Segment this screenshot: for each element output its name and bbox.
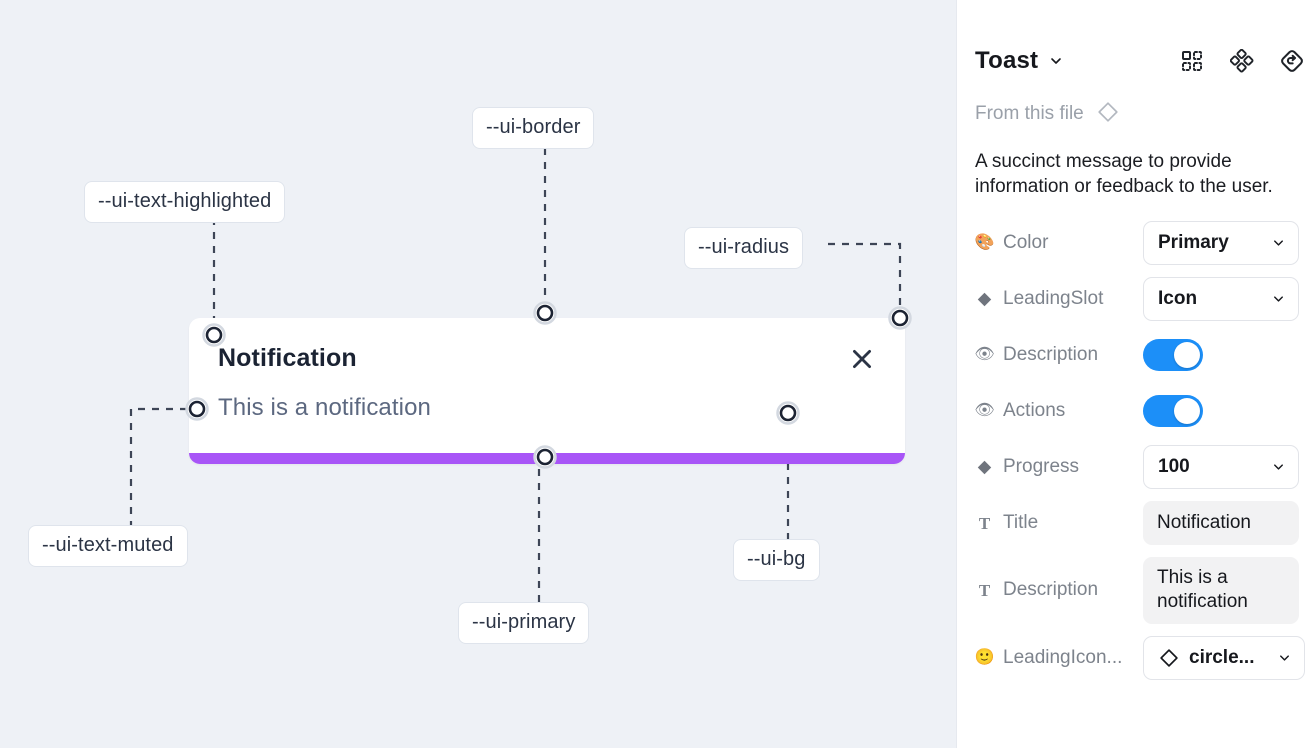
palette-icon: 🎨 [975, 234, 995, 252]
property-label-color: 🎨 Color [975, 232, 1143, 254]
property-row-description-text: T Description This is a notification [975, 557, 1305, 624]
annotation-ui-border[interactable]: --ui-border [472, 107, 595, 149]
properties-panel: Toast [956, 0, 1312, 748]
property-name: Progress [1003, 456, 1080, 478]
toast-description: This is a notification [218, 394, 431, 421]
description-toggle[interactable] [1143, 339, 1203, 372]
diamond-icon [1096, 100, 1120, 129]
close-icon[interactable] [847, 344, 877, 374]
annotation-ui-text-muted[interactable]: --ui-text-muted [28, 525, 188, 567]
diamond-icon [1158, 647, 1180, 669]
progress-value: 100 [1158, 456, 1190, 478]
property-name: Color [1003, 232, 1049, 254]
property-name: Actions [1003, 400, 1066, 422]
leading-slot-select[interactable]: Icon [1143, 277, 1299, 322]
panel-title: Toast [975, 47, 1039, 74]
panel-header: Toast [975, 33, 1305, 89]
property-row-leading-slot: LeadingSlot Icon [975, 277, 1305, 322]
annotation-ui-bg[interactable]: --ui-bg [733, 539, 820, 581]
eye-icon: 👁 [975, 346, 995, 364]
property-label-actions-toggle: 👁 Actions [975, 400, 1143, 422]
property-name: Description [1003, 344, 1099, 366]
progress-select[interactable]: 100 [1143, 445, 1299, 490]
property-label-progress: Progress [975, 456, 1143, 478]
property-row-title: T Title Notification [975, 501, 1305, 546]
title-input[interactable]: Notification [1143, 501, 1299, 546]
chevron-down-icon [1271, 292, 1286, 307]
chevron-down-icon[interactable] [1048, 53, 1064, 69]
smiley-icon: 🙂 [975, 648, 995, 666]
property-row-description-toggle: 👁 Description [975, 333, 1305, 377]
property-label-title: T Title [975, 512, 1143, 534]
eye-icon: 👁 [975, 402, 995, 420]
panel-header-actions [1179, 48, 1305, 74]
annotation-ui-radius[interactable]: --ui-radius [684, 227, 804, 269]
property-label-leading-icon: 🙂 LeadingIcon... [975, 647, 1143, 669]
annotation-ui-text-highlighted[interactable]: --ui-text-highlighted [84, 181, 286, 223]
leading-icon-select[interactable]: circle... [1143, 635, 1305, 680]
from-this-file-row[interactable]: From this file [975, 101, 1305, 127]
property-row-progress: Progress 100 [975, 445, 1305, 490]
diamond-filled-icon [975, 290, 994, 309]
property-row-leading-icon: 🙂 LeadingIcon... circle... [975, 635, 1305, 680]
toast-title: Notification [218, 344, 357, 372]
text-icon: T [978, 513, 991, 533]
leading-slot-value: Icon [1158, 288, 1198, 310]
chevron-down-icon [1271, 236, 1286, 251]
from-this-file-label: From this file [975, 103, 1084, 124]
leading-icon-value: circle... [1189, 646, 1255, 668]
color-select-value: Primary [1158, 232, 1229, 254]
property-name: LeadingIcon... [1003, 646, 1123, 668]
chevron-down-icon [1277, 650, 1292, 665]
property-list: 🎨 Color Primary [975, 221, 1305, 680]
property-row-color: 🎨 Color Primary [975, 221, 1305, 266]
component-description: A succinct message to provide informatio… [975, 151, 1273, 198]
annotation-ui-primary[interactable]: --ui-primary [458, 602, 590, 644]
diamond-filled-icon [975, 458, 994, 477]
property-name: Description [1003, 579, 1099, 601]
property-name: Title [1003, 512, 1039, 534]
property-label-description-toggle: 👁 Description [975, 344, 1143, 366]
variants-cluster-icon[interactable] [1229, 48, 1255, 74]
toggle-knob [1174, 342, 1200, 369]
property-label-description-text: T Description [975, 579, 1143, 601]
design-canvas[interactable]: Notification This is a notification [0, 0, 956, 748]
property-name: LeadingSlot [1003, 288, 1104, 310]
property-label-leading-slot: LeadingSlot [975, 288, 1143, 310]
reset-instance-icon[interactable] [1279, 48, 1305, 74]
text-icon: T [978, 580, 991, 600]
description-input[interactable]: This is a notification [1143, 557, 1299, 624]
property-row-actions-toggle: 👁 Actions [975, 389, 1305, 433]
color-select[interactable]: Primary [1143, 221, 1299, 266]
actions-toggle[interactable] [1143, 395, 1203, 428]
resize-handles[interactable] [0, 0, 956, 748]
chevron-down-icon [1271, 460, 1286, 475]
component-grid-icon[interactable] [1179, 48, 1205, 74]
toggle-knob [1174, 398, 1200, 425]
annotation-connectors [129, 148, 902, 602]
